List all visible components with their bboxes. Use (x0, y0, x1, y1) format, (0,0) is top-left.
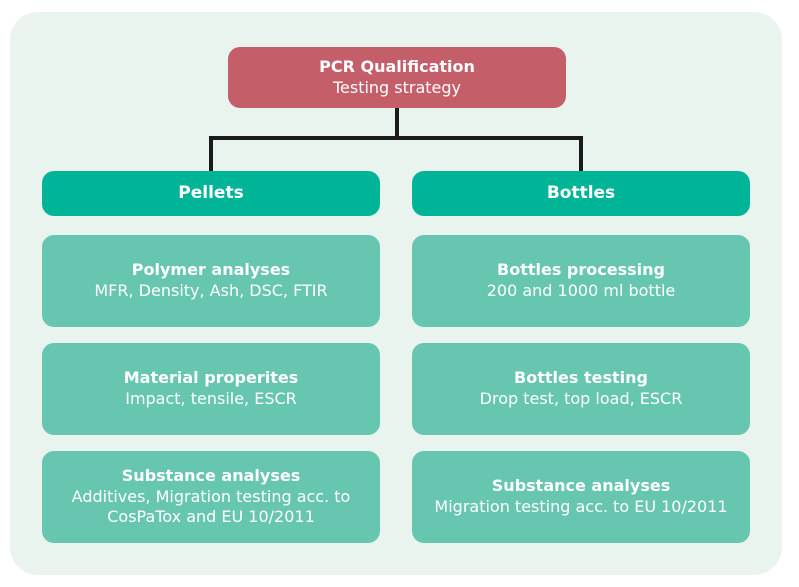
connector-right-drop (579, 136, 583, 171)
item-detail: Additives, Migration testing acc. to (71, 486, 351, 506)
item-title: Substance analyses (121, 465, 301, 485)
root-title: PCR Qualification (319, 56, 475, 76)
connector-horizontal (209, 136, 583, 140)
pellets-polymer-analyses-box: Polymer analyses MFR, Density, Ash, DSC,… (42, 235, 380, 327)
pellets-heading: Pellets (42, 171, 380, 216)
bottles-heading: Bottles (412, 171, 750, 216)
pellets-substance-analyses-box: Substance analyses Additives, Migration … (42, 451, 380, 543)
item-detail: Drop test, top load, ESCR (479, 389, 683, 408)
bottles-testing-box: Bottles testing Drop test, top load, ESC… (412, 343, 750, 435)
item-detail: MFR, Density, Ash, DSC, FTIR (94, 281, 328, 300)
item-title: Bottles processing (497, 260, 665, 280)
item-title: Substance analyses (491, 476, 671, 496)
item-title: Bottles testing (514, 368, 648, 388)
connector-root-stem (395, 108, 399, 138)
item-title: Polymer analyses (131, 260, 291, 280)
bottles-substance-analyses-box: Substance analyses Migration testing acc… (412, 451, 750, 543)
item-title: Material properites (123, 368, 299, 388)
pellets-material-properties-box: Material properites Impact, tensile, ESC… (42, 343, 380, 435)
item-detail: Migration testing acc. to EU 10/2011 (434, 497, 728, 516)
item-detail: Impact, tensile, ESCR (125, 389, 297, 408)
root-subtitle: Testing strategy (332, 77, 462, 97)
item-detail: CosPaTox and EU 10/2011 (107, 507, 315, 527)
item-detail: 200 and 1000 ml bottle (486, 281, 676, 300)
connector-left-drop (209, 136, 213, 171)
bottles-processing-box: Bottles processing 200 and 1000 ml bottl… (412, 235, 750, 327)
root-node: PCR Qualification Testing strategy (228, 47, 566, 108)
